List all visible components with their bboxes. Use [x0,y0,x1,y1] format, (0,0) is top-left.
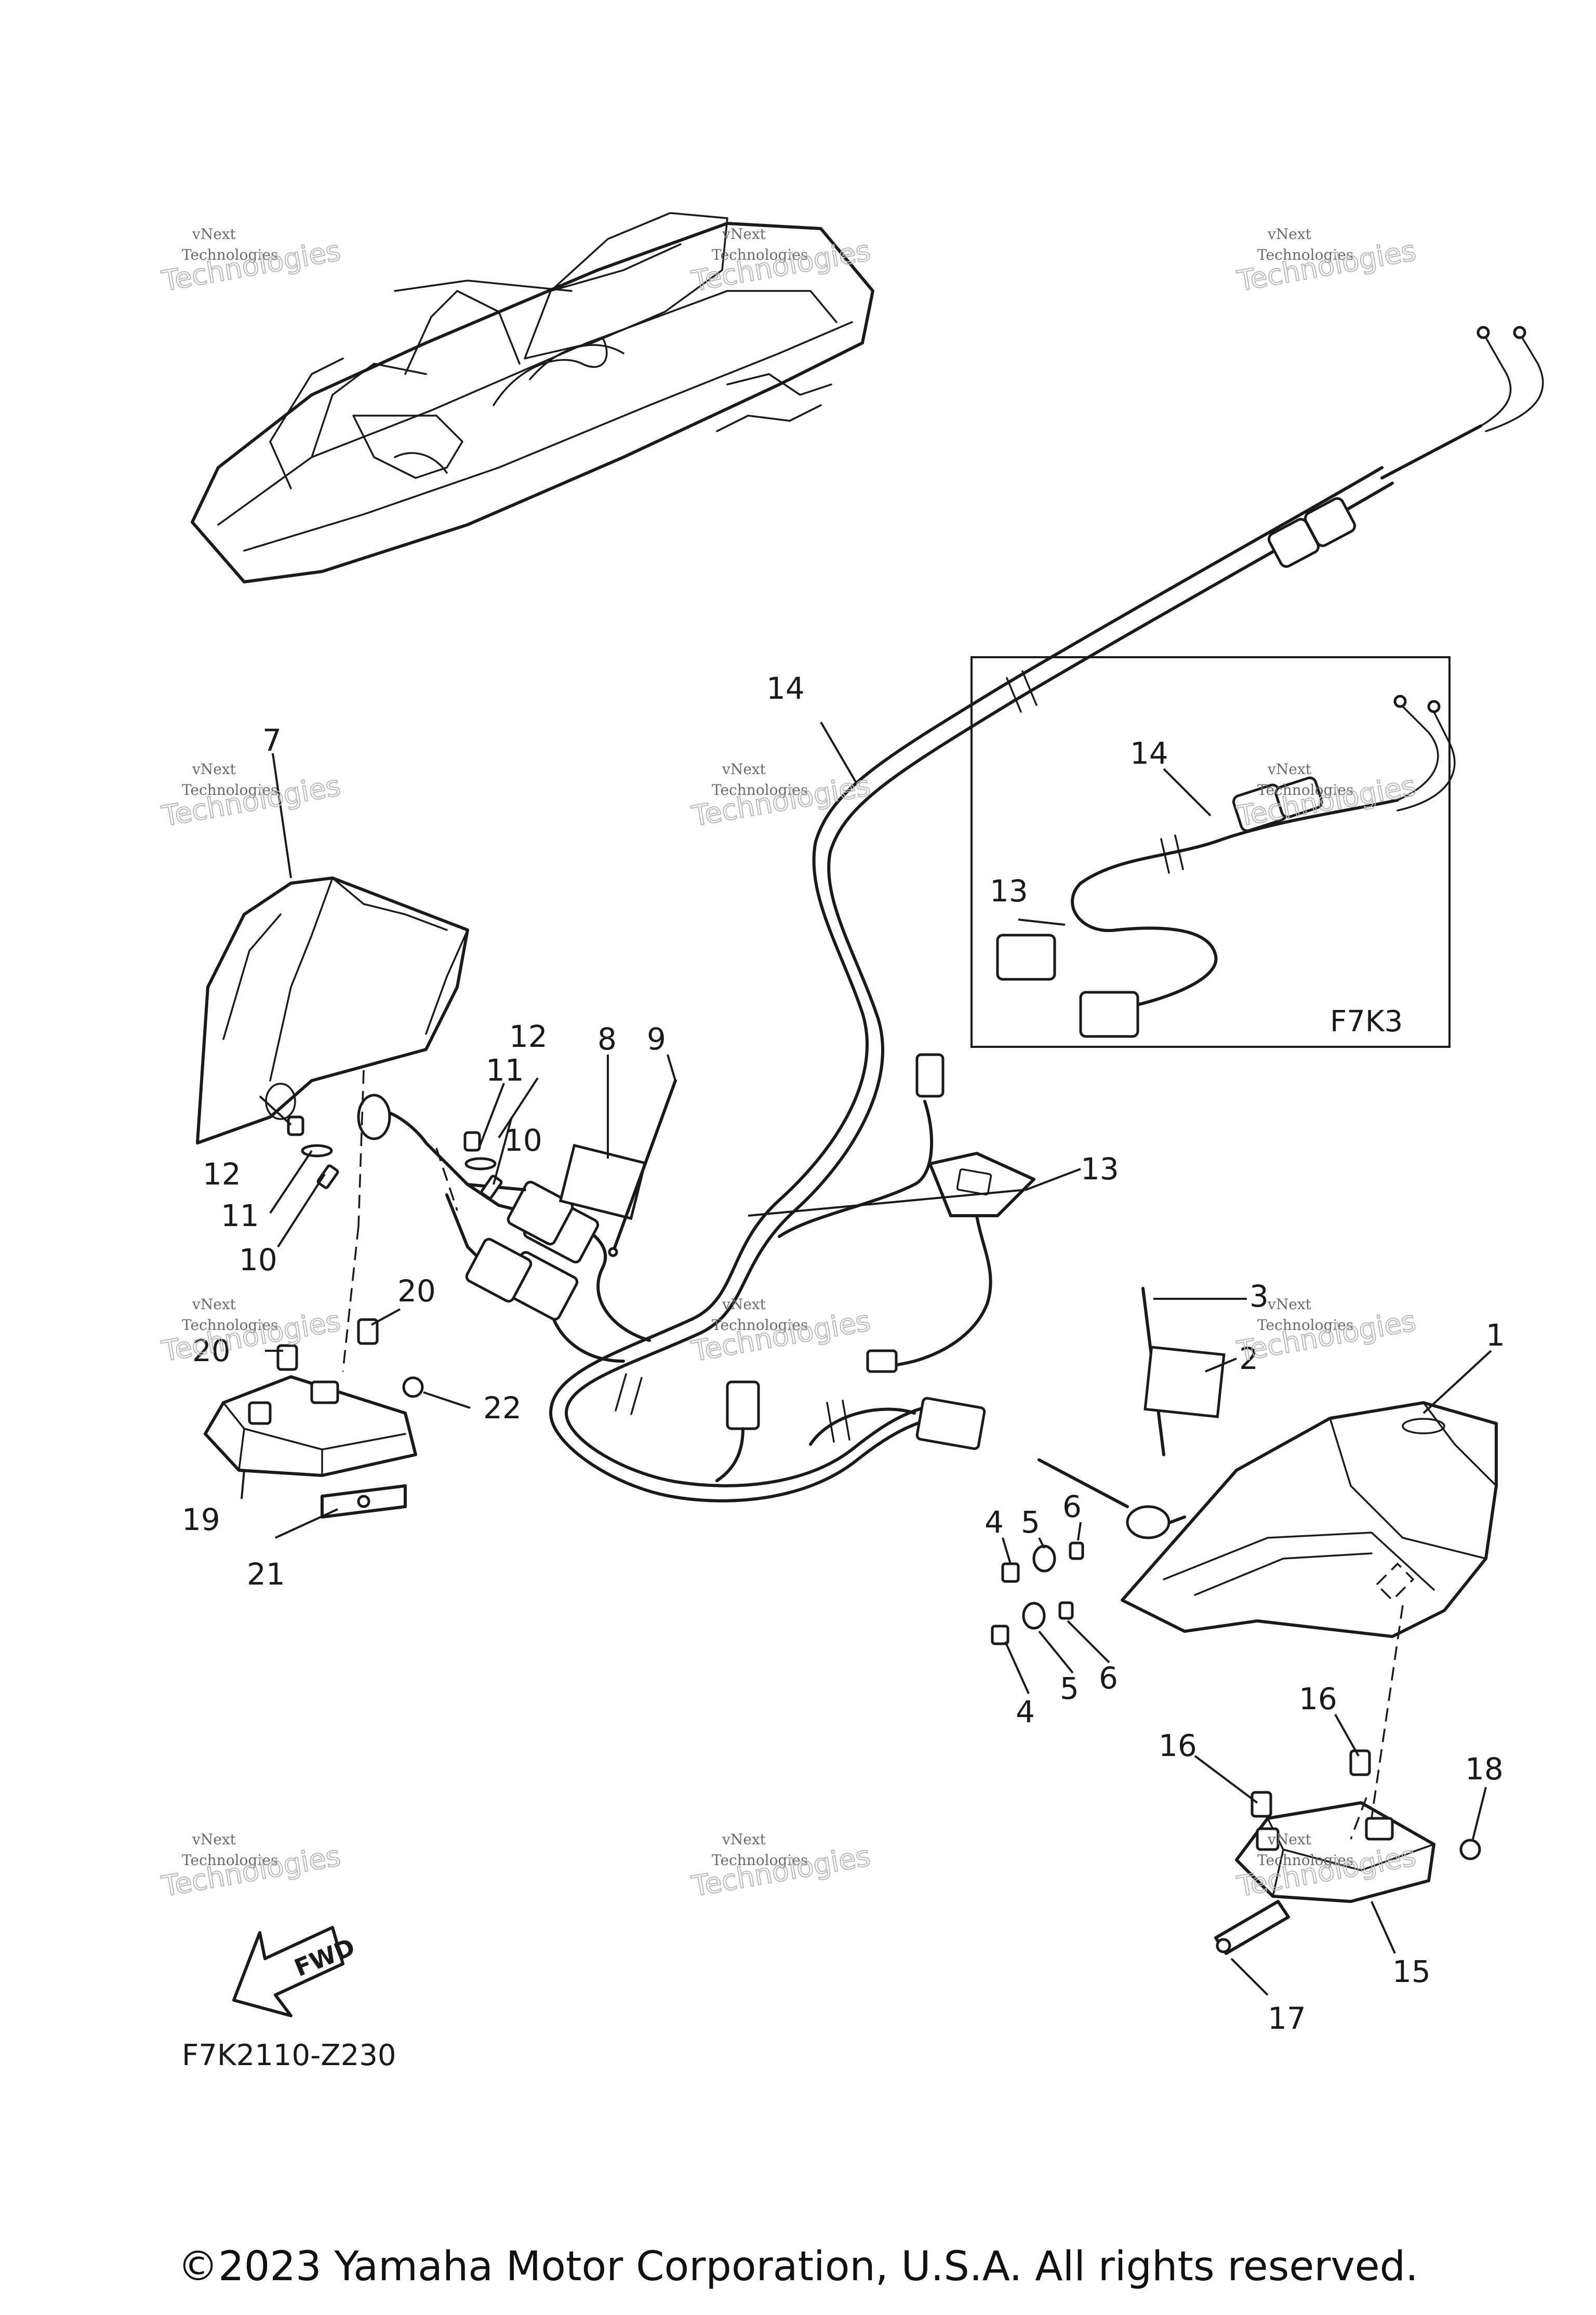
svg-text:vNext: vNext [192,761,236,778]
svg-text:Technologies: Technologies [712,1852,808,1869]
right-light-assembly [991,1287,1498,1840]
callout-22: 22 [483,1390,522,1426]
svg-text:Technologies: Technologies [182,1852,278,1869]
watercraft-overview [191,212,874,583]
svg-text:vNext: vNext [722,225,766,243]
watermark: vNext Technologies Technologies [1234,761,1419,833]
callout-8: 8 [597,1021,617,1057]
svg-text:Technologies: Technologies [182,781,278,799]
callout-12a: 12 [509,1019,548,1054]
callout-13b: 13 [990,873,1028,909]
inset-code: F7K3 [1330,1005,1403,1039]
callout-17: 17 [1268,2001,1306,2036]
svg-text:Technologies: Technologies [712,781,808,799]
svg-text:Technologies: Technologies [1234,234,1418,297]
right-bracket [1214,1749,1481,1955]
callout-6a: 6 [1062,1489,1082,1524]
svg-text:vNext: vNext [1267,225,1312,243]
callout-5b: 5 [1060,1671,1079,1706]
svg-text:Technologies: Technologies [159,1839,343,1902]
svg-text:vNext: vNext [722,1296,766,1313]
callout-16a: 16 [1159,1728,1197,1763]
callout-3: 3 [1249,1279,1269,1314]
callout-4a: 4 [985,1505,1004,1540]
callout-10a: 10 [504,1123,542,1158]
svg-text:Technologies: Technologies [159,1304,343,1367]
svg-text:Technologies: Technologies [182,246,278,263]
callout-21: 21 [247,1556,285,1592]
callout-12b: 12 [203,1156,241,1192]
inset-box: F7K3 [970,656,1456,1048]
svg-text:Technologies: Technologies [159,234,343,297]
left-light-assembly [196,876,677,1372]
callout-4b: 4 [1016,1694,1035,1729]
watermark: vNext Technologies Technologies [158,225,343,298]
watermark: vNext Technologies Technologies [158,1296,343,1368]
callout-11a: 11 [486,1053,524,1088]
svg-text:Technologies: Technologies [712,246,808,263]
fwd-arrow: FWD [232,1926,359,2017]
svg-text:Technologies: Technologies [1257,246,1353,263]
left-bracket [204,1318,424,1519]
callout-14b: 14 [1130,736,1168,771]
callout-15: 15 [1392,1954,1431,1989]
callout-11b: 11 [221,1198,259,1233]
svg-text:vNext: vNext [1267,1296,1312,1313]
svg-text:vNext: vNext [722,1831,766,1848]
svg-text:vNext: vNext [192,225,236,243]
callout-9: 9 [647,1021,666,1057]
svg-text:vNext: vNext [1267,1831,1312,1848]
watermark: vNext Technologies Technologies [158,1831,343,1904]
callout-20a: 20 [192,1333,231,1368]
callout-10b: 10 [239,1242,277,1278]
fwd-label: FWD [290,1933,359,1982]
callout-6b: 6 [1099,1660,1118,1696]
svg-text:Technologies: Technologies [689,1304,873,1367]
svg-text:Technologies: Technologies [159,769,343,832]
callout-19: 19 [182,1502,220,1537]
svg-text:Technologies: Technologies [1257,1316,1353,1334]
callout-5a: 5 [1021,1505,1040,1540]
callout-14a: 14 [766,671,805,706]
callout-7: 7 [262,723,282,758]
svg-text:Technologies: Technologies [689,1839,873,1902]
svg-text:Technologies: Technologies [1234,769,1418,832]
leader-lines [241,721,1492,1996]
callout-labels: 1 2 3 4 5 6 4 5 6 7 8 9 10 10 11 11 12 1… [182,671,1505,2036]
svg-text:vNext: vNext [192,1831,236,1848]
watermark: vNext Technologies Technologies [1234,225,1419,298]
callout-16b: 16 [1299,1681,1337,1717]
callout-1: 1 [1486,1318,1505,1353]
watermark-group: vNext Technologies Technologies vNext Te… [158,225,1419,1904]
diagram-code: F7K2110-Z230 [182,2039,396,2072]
callout-2: 2 [1239,1341,1258,1376]
callout-20b: 20 [397,1273,436,1309]
switch-unit [866,1152,1035,1373]
svg-text:vNext: vNext [722,761,766,778]
watermark: vNext Technologies Technologies [158,761,343,833]
svg-text:Technologies: Technologies [1257,781,1353,799]
callout-13a: 13 [1081,1151,1119,1187]
watermark: vNext Technologies Technologies [688,225,873,298]
svg-text:Technologies: Technologies [1257,1852,1353,1869]
svg-text:vNext: vNext [1267,761,1312,778]
watermark: vNext Technologies Technologies [688,1831,873,1904]
svg-text:Technologies: Technologies [182,1316,278,1334]
svg-text:Technologies: Technologies [712,1316,808,1334]
svg-text:Technologies: Technologies [689,234,873,297]
callout-18: 18 [1465,1751,1504,1787]
watermark: vNext Technologies Technologies [688,1296,873,1368]
copyright-notice: ©2023 Yamaha Motor Corporation, U.S.A. A… [178,2243,1418,2290]
svg-text:vNext: vNext [192,1296,236,1313]
